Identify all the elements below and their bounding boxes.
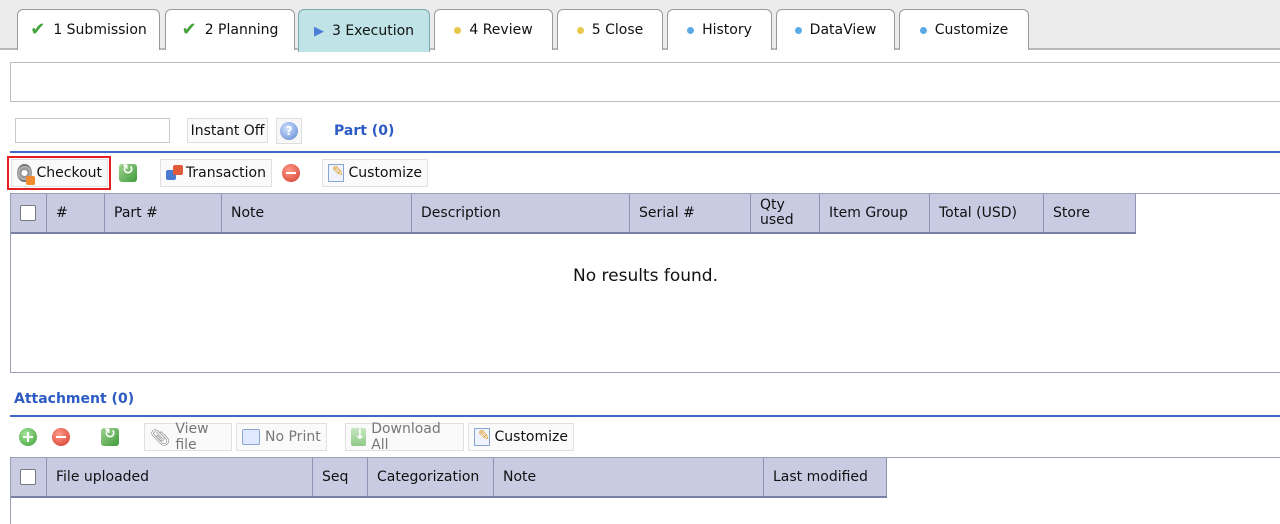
- tab-execution[interactable]: ▶ 3 Execution: [298, 9, 430, 52]
- checkout-label: Checkout: [36, 165, 103, 181]
- column-header[interactable]: Qty used: [751, 194, 820, 232]
- paperclip-icon: 📎︎: [150, 427, 171, 447]
- checkout-button[interactable]: Checkout: [11, 159, 108, 187]
- part-grid-header: # Part # Note Description Serial # Qty u…: [11, 194, 1136, 234]
- refresh-icon[interactable]: [115, 160, 141, 186]
- top-panel: [10, 62, 1280, 102]
- column-header[interactable]: Categorization: [368, 458, 494, 496]
- column-header[interactable]: Serial #: [630, 194, 751, 232]
- download-all-label: Download All: [371, 421, 441, 453]
- yellow-dot-icon: [454, 26, 462, 34]
- attachment-customize-button[interactable]: Customize: [468, 423, 574, 451]
- transaction-button[interactable]: Transaction: [160, 159, 272, 187]
- transaction-label: Transaction: [185, 165, 266, 181]
- delete-icon[interactable]: [48, 424, 74, 450]
- refresh-icon[interactable]: [97, 424, 123, 450]
- customize-label: Customize: [348, 165, 423, 181]
- part-grid: # Part # Note Description Serial # Qty u…: [10, 193, 1280, 373]
- column-header[interactable]: File uploaded: [47, 458, 313, 496]
- instant-toggle-button[interactable]: Instant Off: [187, 118, 268, 143]
- tab-label: 4 Review: [469, 22, 533, 38]
- tab-history[interactable]: History: [667, 9, 772, 50]
- attachment-grid: File uploaded Seq Categorization Note La…: [10, 457, 1280, 524]
- tab-submission[interactable]: ✔ 1 Submission: [17, 9, 160, 50]
- column-header[interactable]: #: [47, 194, 105, 232]
- help-icon[interactable]: ?: [276, 118, 302, 144]
- column-header[interactable]: Part #: [105, 194, 222, 232]
- tab-close[interactable]: 5 Close: [557, 9, 663, 50]
- tab-review[interactable]: 4 Review: [434, 9, 553, 50]
- column-header[interactable]: Item Group: [820, 194, 930, 232]
- select-all-cell: [11, 458, 47, 496]
- column-header[interactable]: Note: [222, 194, 412, 232]
- edit-icon: [328, 164, 344, 182]
- no-print-label: No Print: [265, 429, 321, 445]
- blue-dot-icon: [919, 26, 927, 34]
- no-results-message: No results found.: [572, 266, 718, 286]
- gear-icon: [17, 164, 34, 185]
- attachment-grid-header: File uploaded Seq Categorization Note La…: [11, 458, 887, 498]
- tab-label: History: [702, 22, 752, 38]
- attachment-divider: [10, 415, 1280, 417]
- check-icon: ✔: [181, 19, 197, 40]
- column-header[interactable]: Note: [494, 458, 764, 496]
- tab-dataview[interactable]: DataView: [776, 9, 895, 50]
- part-search-input[interactable]: [15, 118, 170, 143]
- no-print-button[interactable]: No Print: [236, 423, 327, 451]
- tab-label: 2 Planning: [204, 22, 279, 38]
- tab-label: Customize: [934, 22, 1009, 38]
- cubes-icon: [166, 164, 183, 182]
- edit-icon: [474, 428, 490, 446]
- check-icon: ✔: [30, 19, 46, 40]
- play-icon: ▶: [313, 23, 324, 39]
- part-customize-button[interactable]: Customize: [322, 159, 428, 187]
- print-icon: [242, 429, 260, 445]
- blue-dot-icon: [794, 26, 802, 34]
- yellow-dot-icon: [576, 26, 584, 34]
- customize-label: Customize: [494, 429, 569, 445]
- tab-label: 1 Submission: [53, 22, 147, 38]
- view-file-label: View file: [175, 421, 209, 453]
- tab-customize[interactable]: Customize: [899, 9, 1029, 50]
- select-all-checkbox[interactable]: [20, 469, 36, 485]
- tab-label: 5 Close: [591, 22, 644, 38]
- download-icon: [351, 427, 367, 446]
- part-divider: [10, 151, 1280, 153]
- column-header[interactable]: Store: [1044, 194, 1136, 232]
- tab-label: 3 Execution: [331, 23, 415, 39]
- download-all-button[interactable]: Download All: [345, 421, 464, 453]
- remove-icon[interactable]: [278, 160, 304, 186]
- column-header[interactable]: Seq: [313, 458, 368, 496]
- tab-planning[interactable]: ✔ 2 Planning: [165, 9, 295, 50]
- add-icon[interactable]: [15, 424, 41, 450]
- part-section-title: Part (0): [334, 123, 395, 139]
- workflow-tab-bar: ✔ 1 Submission ✔ 2 Planning ▶ 3 Executio…: [0, 0, 1280, 52]
- column-header[interactable]: Total (USD): [930, 194, 1044, 232]
- attachment-section-title: Attachment (0): [14, 391, 135, 407]
- select-all-checkbox[interactable]: [20, 205, 36, 221]
- select-all-cell: [11, 194, 47, 232]
- tab-label: DataView: [809, 22, 877, 38]
- column-header[interactable]: Last modified: [764, 458, 887, 496]
- column-header[interactable]: Description: [412, 194, 630, 232]
- view-file-button[interactable]: 📎︎ View file: [144, 421, 232, 453]
- blue-dot-icon: [687, 26, 695, 34]
